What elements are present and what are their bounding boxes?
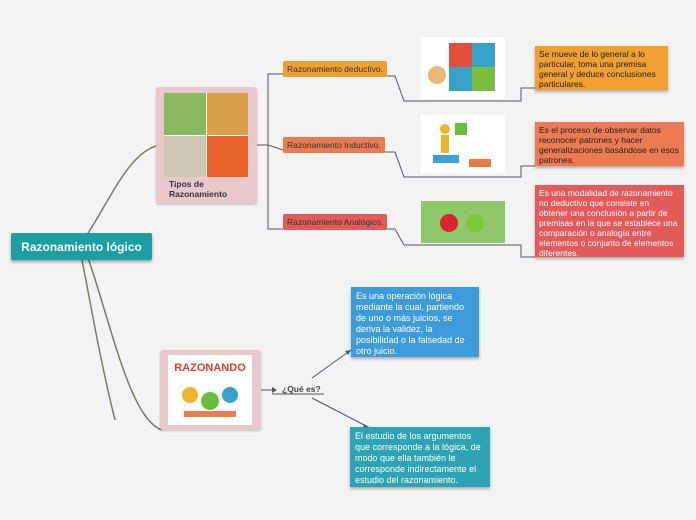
apples-hands-image bbox=[421, 201, 505, 243]
razonando-image: RAZONANDO bbox=[168, 355, 252, 425]
que-es-label[interactable]: ¿Qué es? bbox=[282, 384, 321, 394]
root-label: Razonamiento lógico bbox=[21, 239, 142, 254]
razonando-image-text: RAZONANDO bbox=[174, 362, 246, 374]
branch-deductivo-label[interactable]: Razonamiento deductivo. bbox=[283, 61, 387, 77]
tipos-caption-line2: Razonamiento bbox=[169, 189, 228, 199]
tipos-caption: Tipos de Razonamiento bbox=[169, 179, 227, 199]
puzzle-cube-image bbox=[421, 37, 505, 99]
apples-icon bbox=[440, 214, 484, 232]
root-node[interactable]: Razonamiento lógico bbox=[11, 233, 152, 260]
branch-analogico-label[interactable]: Razonamiento Analógico. bbox=[283, 214, 388, 230]
puzzle-figures-image bbox=[421, 115, 505, 173]
que-es-answer-1: Es una operación lógica mediante la cual… bbox=[351, 287, 479, 357]
figures-icon bbox=[433, 123, 491, 167]
tipos-razonamiento-node[interactable]: Tipos de Razonamiento bbox=[156, 87, 257, 204]
que-es-answer-2: El estudio de los argumentos que corresp… bbox=[350, 427, 490, 487]
inductivo-description: Es el proceso de observar datos reconoce… bbox=[535, 122, 684, 166]
analogico-description: Es una modalidad de razonamiento no dedu… bbox=[535, 185, 684, 258]
branch-inductivo-label[interactable]: Razonamiento Inductivo. bbox=[283, 137, 385, 153]
razonando-illustration: RAZONANDO bbox=[174, 362, 246, 417]
deductivo-description: Se mueve de lo general a lo particular, … bbox=[535, 46, 668, 90]
puzzle-cube-icon bbox=[428, 43, 495, 91]
razonando-node[interactable]: RAZONANDO bbox=[160, 350, 261, 430]
tipos-caption-line1: Tipos de bbox=[169, 179, 204, 189]
trees-collage-image bbox=[164, 93, 248, 177]
